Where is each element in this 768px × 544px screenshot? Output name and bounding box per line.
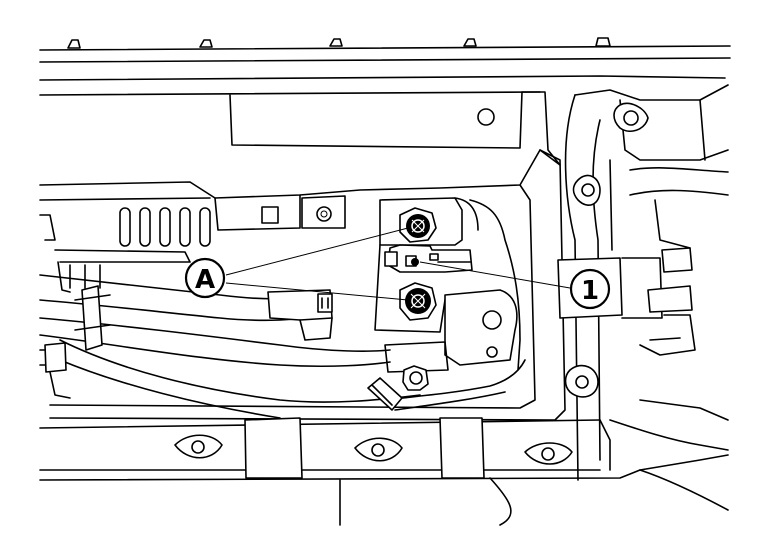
frame-holes — [564, 102, 649, 398]
callout-a-label: A — [195, 265, 215, 295]
upper-bracket — [229, 91, 561, 166]
callout-one-label: 1 — [581, 276, 599, 306]
tray-frame — [39, 149, 566, 421]
callout-a: A — [184, 257, 226, 299]
vent-slots — [39, 207, 211, 293]
bracket-hole — [477, 108, 495, 126]
bracket-hole-right — [482, 310, 502, 330]
tray-bolt — [316, 206, 332, 222]
top-rail — [39, 37, 731, 96]
loose-connector — [367, 359, 526, 411]
rail-clips — [67, 37, 611, 49]
harness-connector — [267, 289, 333, 341]
tray-slot — [261, 206, 279, 224]
central-bracket — [374, 197, 521, 373]
bolt-lower-small — [402, 365, 429, 391]
bolt-a-lower — [399, 282, 437, 321]
bottom-rail — [39, 417, 729, 526]
bolt-a-upper — [399, 207, 437, 243]
bottom-holes — [174, 434, 573, 465]
leader-lines — [225, 227, 571, 301]
wire-harness — [39, 274, 421, 419]
right-frame — [564, 84, 729, 481]
callout-one: 1 — [569, 268, 611, 310]
connector-one — [384, 244, 473, 273]
